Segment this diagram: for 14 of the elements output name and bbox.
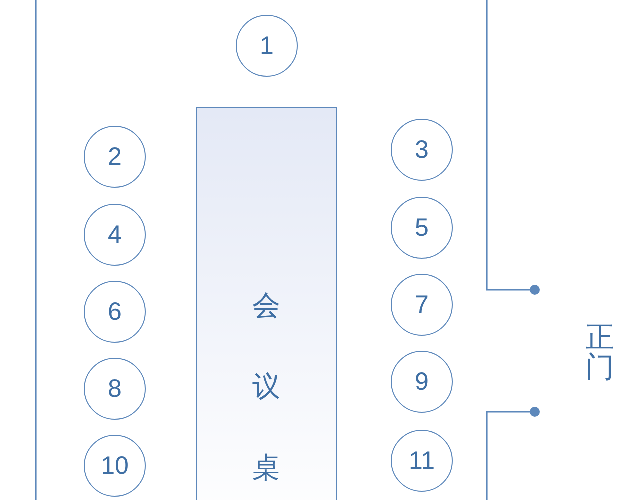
- conference-table: [196, 107, 337, 500]
- seat-circle: 9: [391, 351, 453, 413]
- door-label: 正门: [584, 322, 616, 382]
- seat-circle: 7: [391, 274, 453, 336]
- seat-circle: 3: [391, 119, 453, 181]
- table-label: 会议桌: [252, 288, 282, 486]
- seat-circle: 5: [391, 197, 453, 259]
- seat-circle: 2: [84, 126, 146, 188]
- seat-circle: 10: [84, 435, 146, 497]
- seat-circle: 11: [391, 430, 453, 492]
- seat-circle: 6: [84, 281, 146, 343]
- seat-circle: 1: [236, 15, 298, 77]
- seat-circle: 4: [84, 204, 146, 266]
- seat-circle: 8: [84, 358, 146, 420]
